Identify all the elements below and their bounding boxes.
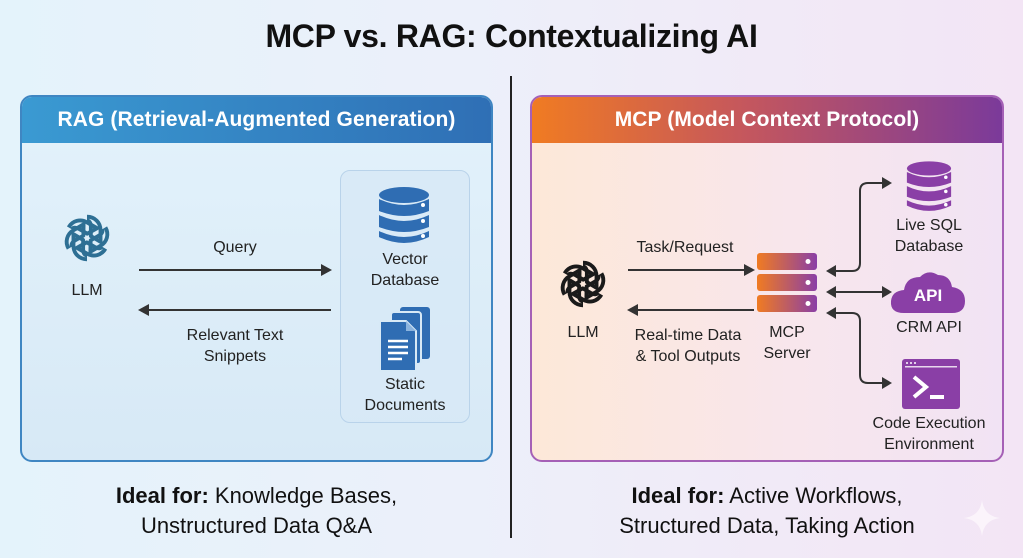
relevant-text-line1: Relevant Text (186, 327, 284, 344)
static-docs-line2: Documents (364, 397, 446, 414)
vector-database-icon (378, 187, 430, 245)
static-docs-line1: Static (384, 376, 425, 393)
response-arrow (626, 303, 756, 317)
center-divider (510, 76, 512, 538)
realtime-data-line2: & Tool Outputs (635, 348, 741, 365)
mcp-panel-header: MCP (Model Context Protocol) (532, 97, 1002, 143)
live-sql-database-icon (906, 161, 952, 213)
live-sql-line2: Database (894, 238, 964, 255)
vector-db-line1: Vector (382, 251, 428, 268)
crm-api-label: CRM API (896, 319, 962, 336)
sparkle-icon (964, 500, 1000, 536)
api-badge-text: API (913, 286, 943, 305)
query-arrow (137, 263, 333, 277)
llm-icon (554, 255, 612, 313)
rag-ideal-for: Ideal for: Knowledge Bases, Unstructured… (20, 481, 493, 541)
rag-llm-label: LLM (71, 282, 103, 299)
connector-arrows (824, 177, 896, 397)
rag-panel: RAG (Retrieval-Augmented Generation) LLM… (20, 95, 493, 462)
mcp-ideal-line1: Active Workflows, (724, 483, 903, 508)
terminal-icon (902, 359, 960, 409)
mcp-server-icon (757, 253, 819, 315)
mcp-ideal-line2: Structured Data, Taking Action (619, 513, 915, 538)
rag-ideal-prefix: Ideal for: (115, 483, 209, 508)
mcp-server-line1: MCP (769, 324, 805, 341)
mcp-llm-label: LLM (567, 324, 599, 341)
realtime-data-line1: Real-time Data (634, 327, 742, 344)
mcp-panel: MCP (Model Context Protocol) LLM Task/Re… (530, 95, 1004, 462)
rag-panel-header: RAG (Retrieval-Augmented Generation) (22, 97, 491, 143)
rag-ideal-line1: Knowledge Bases, (208, 483, 398, 508)
static-documents-icon (378, 307, 432, 373)
rag-ideal-line2: Unstructured Data Q&A (140, 513, 373, 538)
vector-db-line2: Database (370, 272, 440, 289)
page-title: MCP vs. RAG: Contextualizing AI (265, 18, 758, 54)
code-exec-line2: Environment (884, 436, 974, 453)
request-arrow (626, 263, 756, 277)
code-exec-line1: Code Execution (872, 415, 986, 432)
mcp-ideal-prefix: Ideal for: (631, 483, 725, 508)
mcp-ideal-for: Ideal for: Active Workflows, Structured … (530, 481, 1004, 541)
relevant-text-line2: Snippets (203, 348, 267, 365)
response-arrow (137, 303, 333, 317)
crm-api-cloud-icon: API (890, 269, 966, 315)
live-sql-line1: Live SQL (896, 217, 962, 234)
llm-icon (58, 209, 116, 267)
query-label: Query (213, 239, 257, 256)
mcp-server-line2: Server (763, 345, 811, 362)
task-request-label: Task/Request (636, 239, 734, 256)
